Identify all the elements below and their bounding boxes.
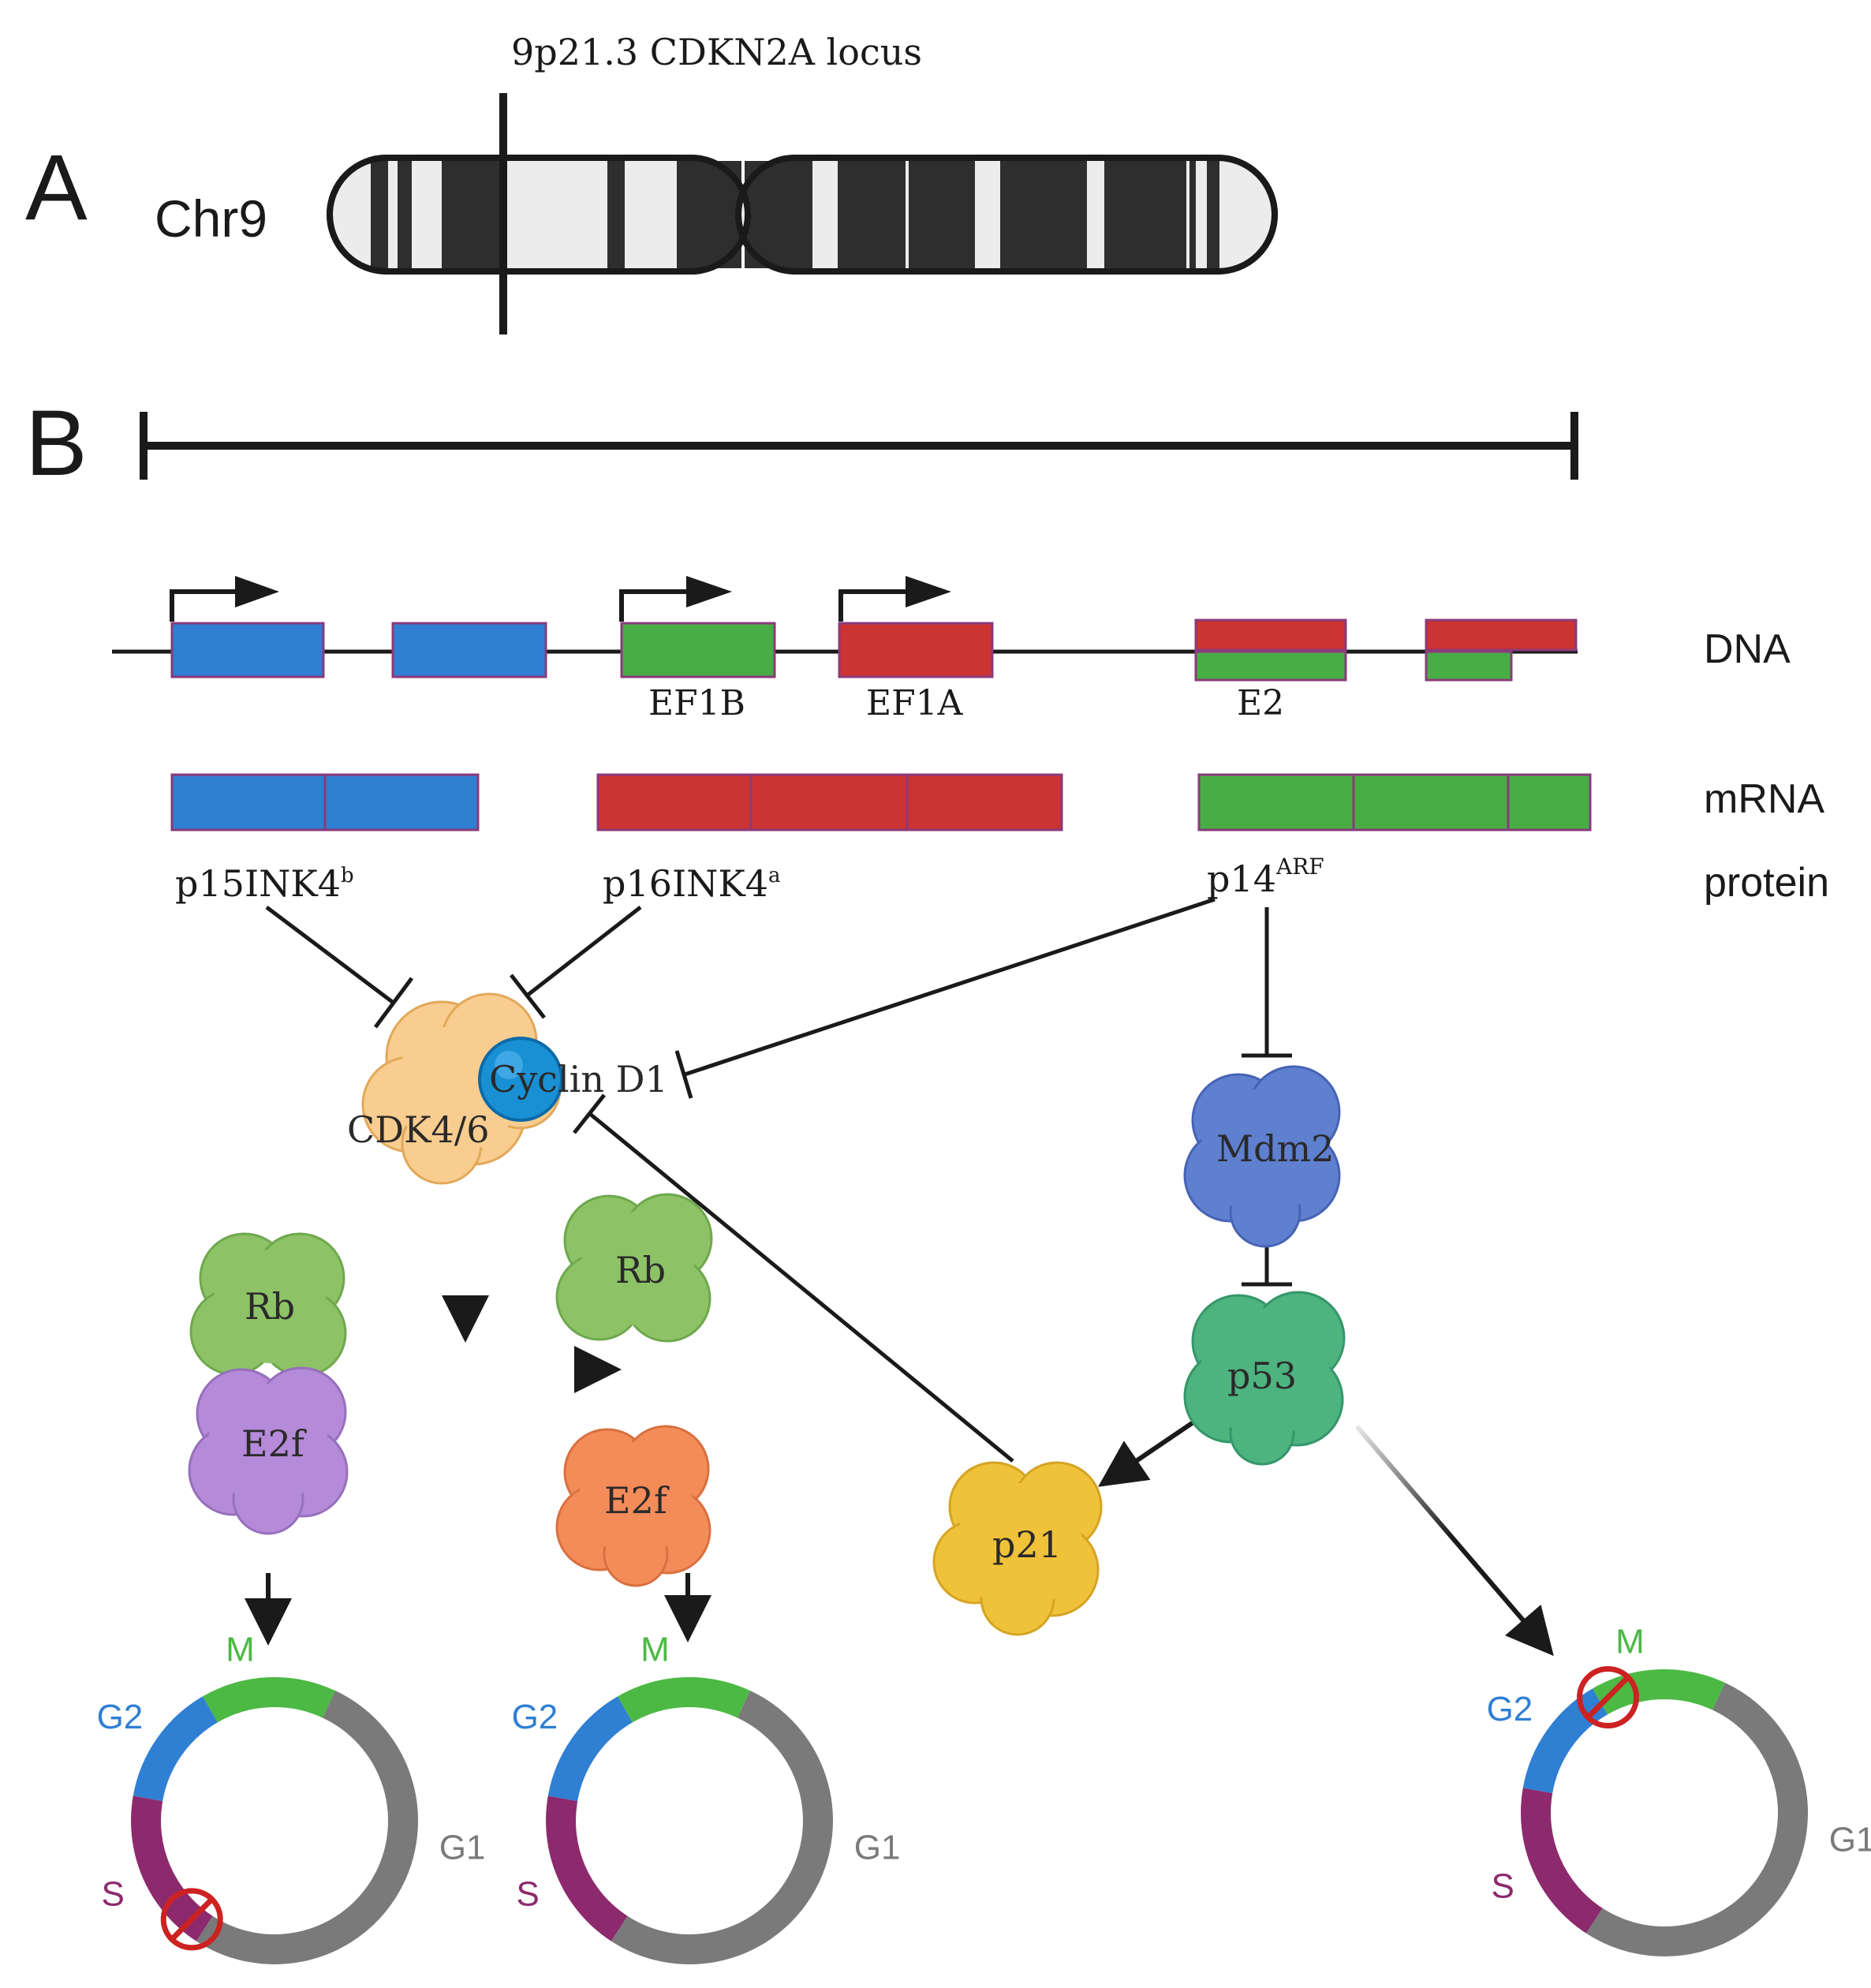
exon-label-ef1b: EF1B [648,683,745,723]
inhibit-p14-mdm2 [1242,907,1292,1058]
p14-mrna [1197,773,1592,831]
e2f-bound-blob [188,1366,349,1535]
mdm2-blob [1183,1065,1341,1248]
exon-ef1b [620,622,776,678]
cell-cycle-diagrams: M G1S G2 M G1S G2 M G1S G2 [97,1623,1871,1964]
e2f-free-blob [555,1425,711,1587]
cycle-right-label-g2: G2 [1487,1690,1533,1728]
cycle-middle-label-s: S [516,1875,539,1914]
cycle-middle-phase-s [546,1796,628,1941]
cycle-middle-label-m: M [640,1631,670,1669]
cyclin-d1-label: Cyclin D1 [489,1058,668,1100]
cycle-middle-label-g1: G1 [854,1828,901,1867]
panel-a-letter: A [25,136,88,240]
cycle-right-phase-g2 [1522,1688,1608,1794]
p16-mrna [596,773,1063,831]
cycle-right-block-icon [1577,1665,1640,1728]
row-label-protein: protein [1704,860,1829,906]
e2f-bound-label: E2f [241,1422,307,1465]
dna-gene-map [112,576,1578,682]
row-label-mrna: mRNA [1704,776,1824,822]
exon-e2-red [1194,618,1347,652]
locus-label: 9p21.3 CDKN2A locus [511,31,922,73]
cycle-left-label-m: M [226,1631,255,1669]
cdk46-label: CDK4/6 [347,1108,489,1151]
inhibit-p15-cdk [265,906,414,1029]
exon-3-green [1425,650,1513,682]
cycle-left-label-g1: G1 [439,1828,486,1867]
panel-b-letter: B [25,391,88,495]
rb-free-blob [555,1193,713,1343]
rb-bound-blob [189,1232,347,1377]
e2f-free-label: E2f [604,1479,670,1522]
p53-label: p53 [1227,1355,1297,1397]
arrow-p53-p21 [1098,1413,1205,1487]
protein-label-p14: p14ARF [1207,854,1324,900]
rb-free-label: Rb [615,1249,666,1291]
cdk46-blob [361,992,562,1185]
rb-bound-label: Rb [245,1285,295,1328]
cycle-middle-phase-g2 [547,1696,633,1802]
cycle-left-phase-g1 [196,1691,418,1964]
p15-exon-1 [170,622,325,678]
mrna-row [170,773,1592,831]
cycle-left-block-icon [160,1888,223,1951]
p21-blob [932,1461,1103,1636]
chromosome-label: Chr9 [155,189,267,248]
cycle-middle-phase-m [618,1677,750,1723]
promoter-arrow-ef1a [838,576,951,622]
locus-scale-bar [140,412,1578,480]
exon-ef1a [838,622,994,678]
cycle-middle-label-g2: G2 [512,1698,558,1736]
cycle-middle-phase-g1 [611,1691,833,1964]
cycle-right-block-icon-slash [1586,1676,1630,1719]
chromosome-9 [327,93,1278,334]
arrow-p53-cycle [1354,1425,1554,1657]
exon-label-e2: E2 [1237,683,1284,723]
cycle-left-block-icon-slash [170,1897,214,1941]
cycle-left-phase-m [203,1677,335,1723]
cycle-left-label-g2: G2 [97,1698,144,1736]
promoter-arrow-p15 [170,576,279,622]
cycle-right-label-g1: G1 [1829,1820,1871,1859]
exon-label-ef1a: EF1A [866,683,964,723]
row-label-dna: DNA [1704,626,1791,672]
mdm2-label: Mdm2 [1216,1127,1334,1170]
inhibit-p21-cdk [573,1093,1014,1463]
protein-label-p16: p16INK4a [603,862,781,905]
cycle-left-phase-s [131,1796,213,1941]
cycle-right-label-m: M [1615,1623,1645,1661]
p21-label: p21 [992,1523,1062,1566]
p15-exon-2 [391,622,547,678]
cycle-right-phase-g1 [1585,1683,1808,1956]
cycle-left-phase-g2 [133,1696,218,1802]
exon-3-red [1425,618,1578,652]
inhibit-p14-cyclin [674,897,1216,1099]
promoter-arrow-ef1b [619,576,732,622]
protein-label-p15: p15INK4b [175,862,354,905]
p15-mrna [170,773,480,831]
p53-blob [1183,1291,1346,1466]
cycle-right-phase-s [1521,1788,1603,1934]
exon-e2-green [1194,650,1347,682]
inhibit-p16-cdk [510,906,642,1019]
cycle-left-label-s: S [101,1875,124,1914]
cycle-right-label-s: S [1491,1867,1514,1906]
